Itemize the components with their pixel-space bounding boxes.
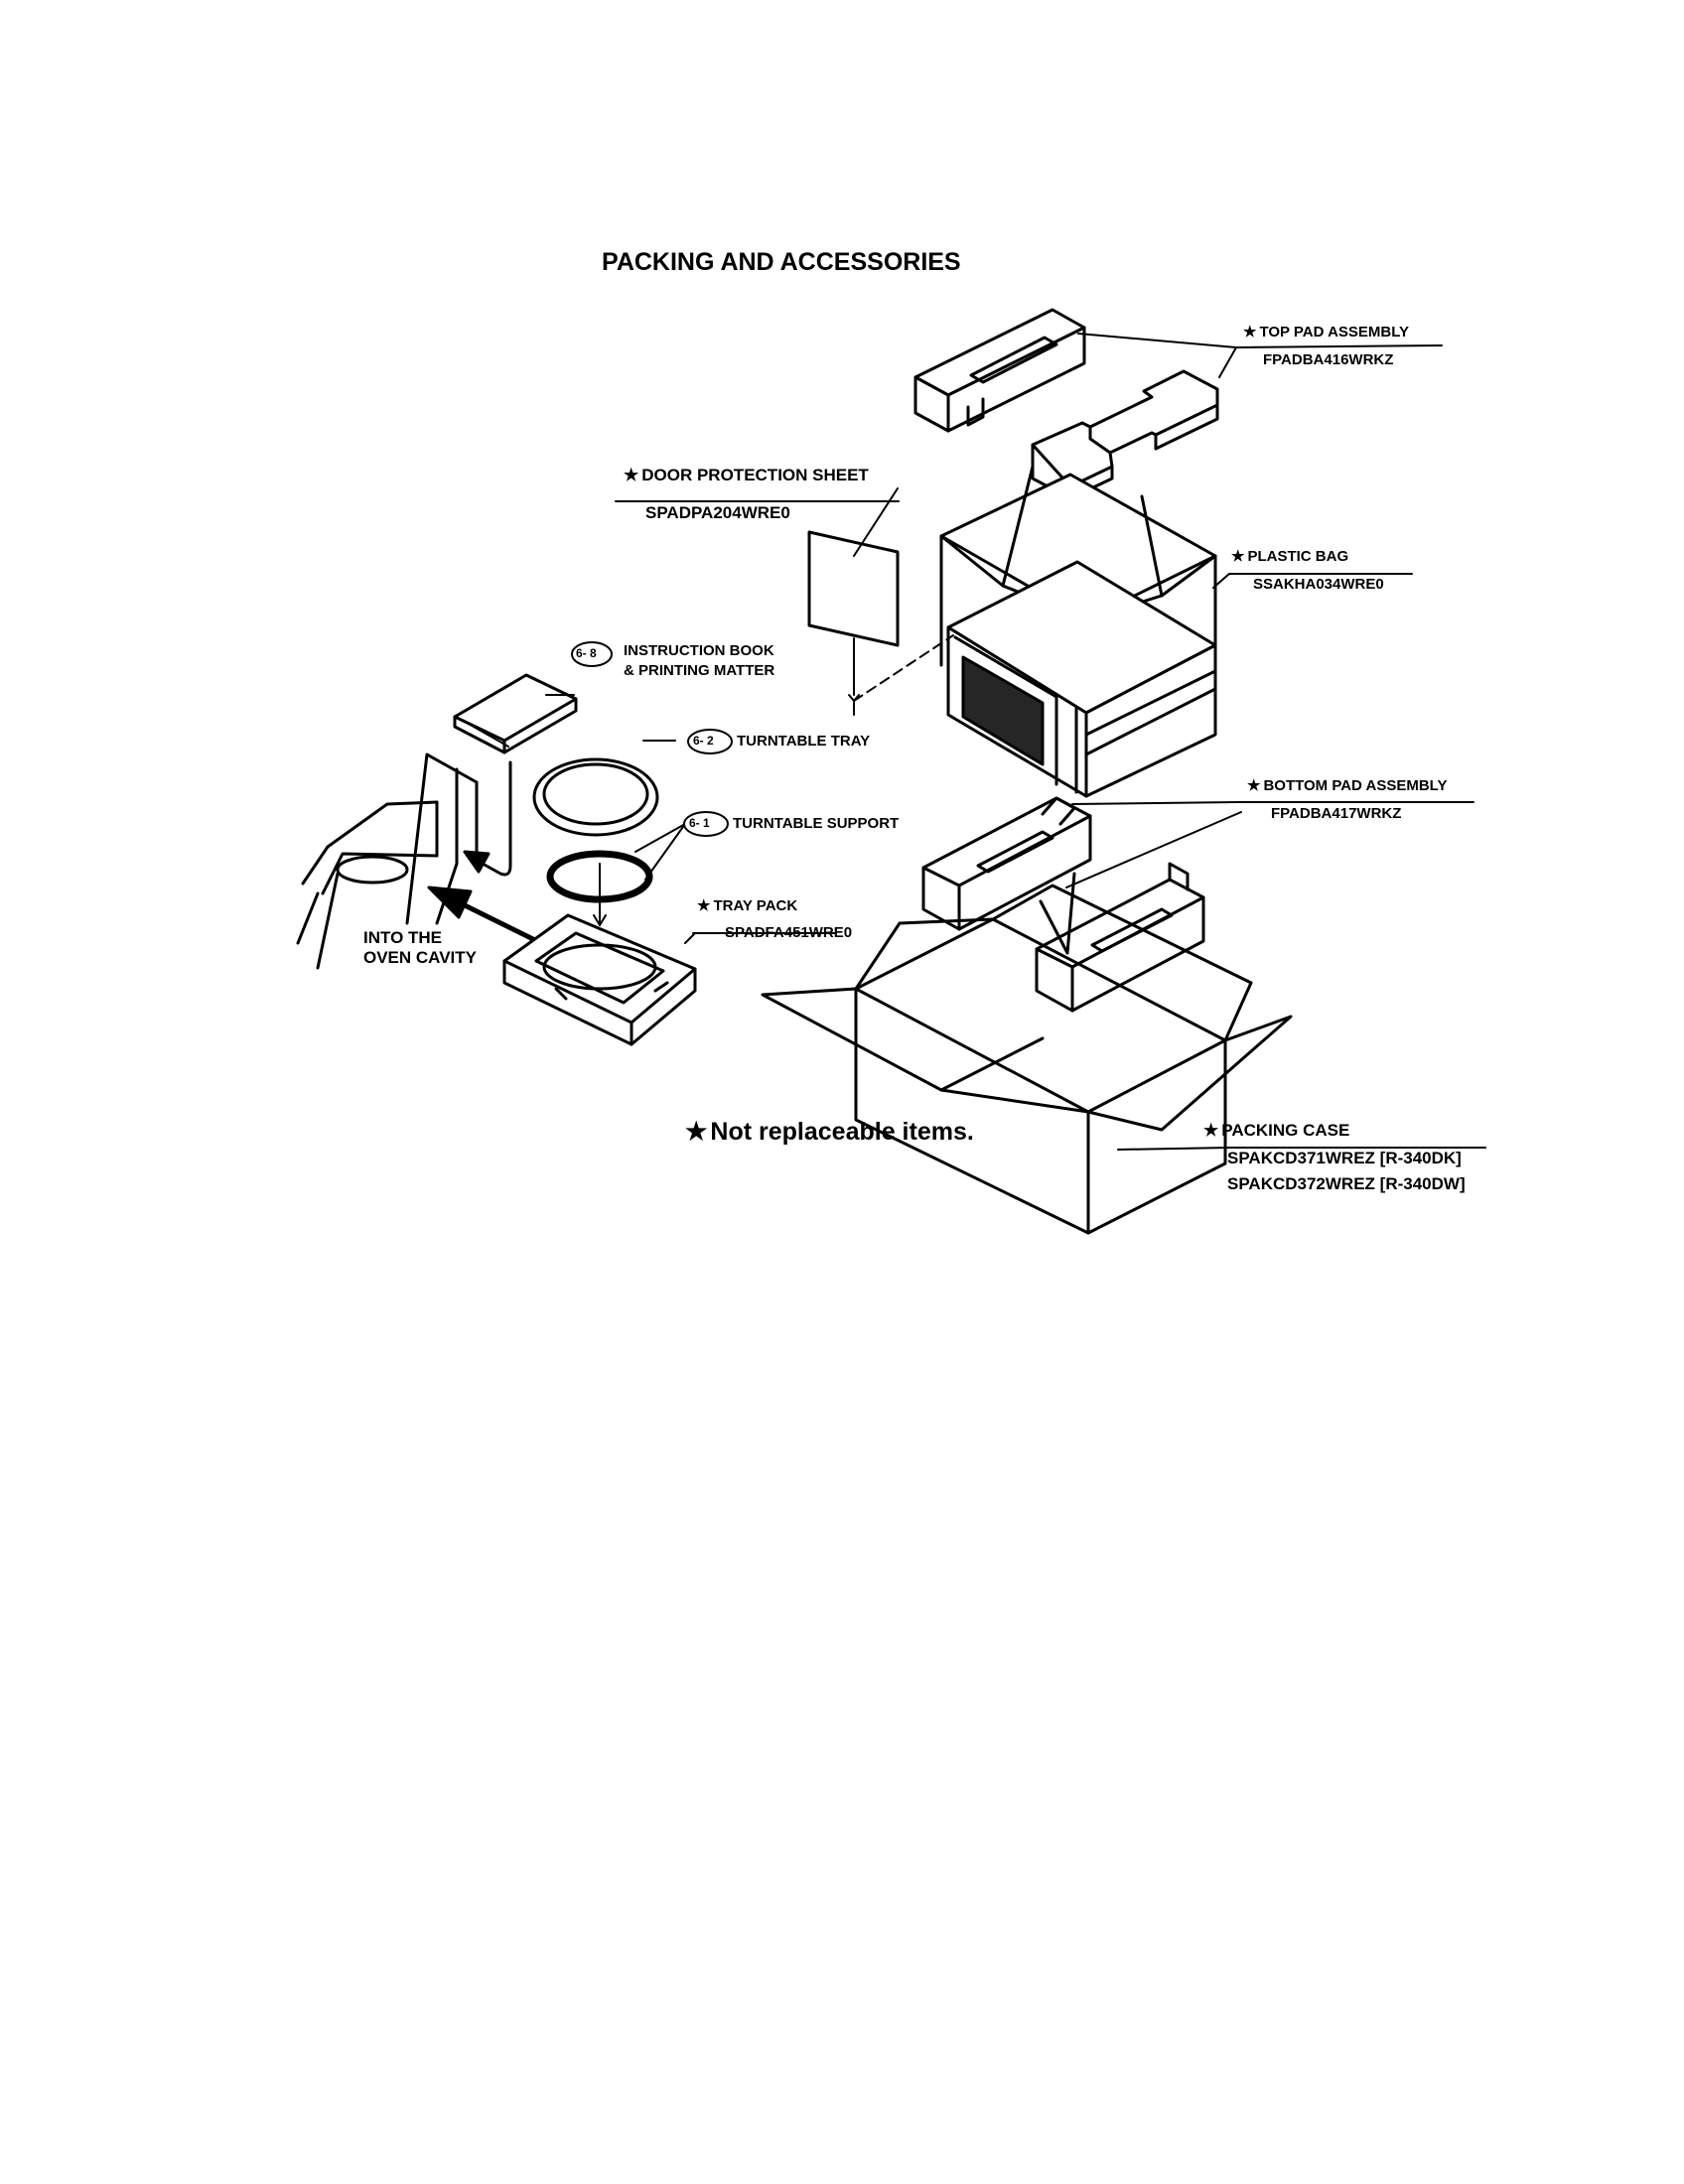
tray-pack-label: ★TRAY PACK — [697, 897, 798, 914]
into-cavity-label-2: OVEN CAVITY — [363, 948, 477, 967]
bottom-pad-left — [921, 796, 1092, 931]
bottom-pad-right — [1035, 862, 1205, 1013]
instruction-book-label-1: INSTRUCTION BOOK — [624, 642, 774, 659]
page-title: PACKING AND ACCESSORIES — [602, 248, 961, 276]
tray-pack-code: SPADFA451WRE0 — [725, 924, 853, 941]
instruction-book — [453, 673, 578, 754]
footnote-text: Not replaceable items. — [710, 1118, 974, 1146]
into-cavity-label-1: INTO THE — [363, 928, 443, 947]
door-sheet-code: SPADPA204WRE0 — [645, 503, 790, 522]
top-pad-right — [1031, 369, 1219, 500]
callout-ref-turntable-tray: 6- 2 — [693, 734, 714, 748]
door-sheet-label: ★DOOR PROTECTION SHEET — [624, 466, 869, 484]
into-cavity-arrow — [427, 886, 554, 951]
tray-pack-arrow — [593, 863, 607, 926]
tray-pack-name: TRAY PACK — [713, 897, 798, 914]
top-pad-left — [913, 308, 1086, 433]
bottom-pad-code: FPADBA417WRKZ — [1271, 805, 1402, 822]
callout-ref-turntable-support: 6- 1 — [689, 816, 710, 830]
door-sheet-name: DOOR PROTECTION SHEET — [641, 466, 869, 484]
door-protection-sheet — [807, 530, 954, 716]
microwave-oven — [946, 560, 1217, 798]
instruction-book-path-arrow — [463, 760, 512, 877]
packing-case-code-2: SPAKCD372WREZ [R-340DW] — [1227, 1174, 1466, 1193]
plastic-bag-name: PLASTIC BAG — [1247, 548, 1349, 565]
oven-cavity-cutaway — [296, 752, 479, 970]
packing-case-name: PACKING CASE — [1221, 1121, 1350, 1140]
top-pad-code: FPADBA416WRKZ — [1263, 351, 1394, 368]
tray-pack — [502, 913, 697, 1046]
callout-circles — [571, 641, 733, 837]
plastic-bag-label: ★PLASTIC BAG — [1231, 548, 1349, 565]
turntable-tray — [532, 757, 659, 837]
bottom-pad-label: ★BOTTOM PAD ASSEMBLY — [1247, 777, 1448, 794]
bottom-pad-name: BOTTOM PAD ASSEMBLY — [1263, 777, 1448, 794]
leader-lines — [545, 333, 1486, 1151]
footnote: ★Not replaceable items. — [685, 1118, 974, 1146]
callout-ref-instruction-book: 6- 8 — [576, 646, 597, 660]
top-pad-label: ★TOP PAD ASSEMBLY — [1243, 324, 1410, 341]
packing-case — [761, 872, 1293, 1235]
instruction-book-label-2: & PRINTING MATTER — [624, 662, 775, 679]
turntable-tray-label: TURNTABLE TRAY — [737, 733, 871, 750]
packing-case-code-1: SPAKCD371WREZ [R-340DK] — [1227, 1149, 1462, 1167]
plastic-bag-code: SSAKHA034WRE0 — [1253, 576, 1384, 593]
packing-case-label: ★PACKING CASE — [1203, 1121, 1350, 1140]
turntable-support-label: TURNTABLE SUPPORT — [733, 815, 900, 832]
top-pad-name: TOP PAD ASSEMBLY — [1259, 324, 1410, 341]
